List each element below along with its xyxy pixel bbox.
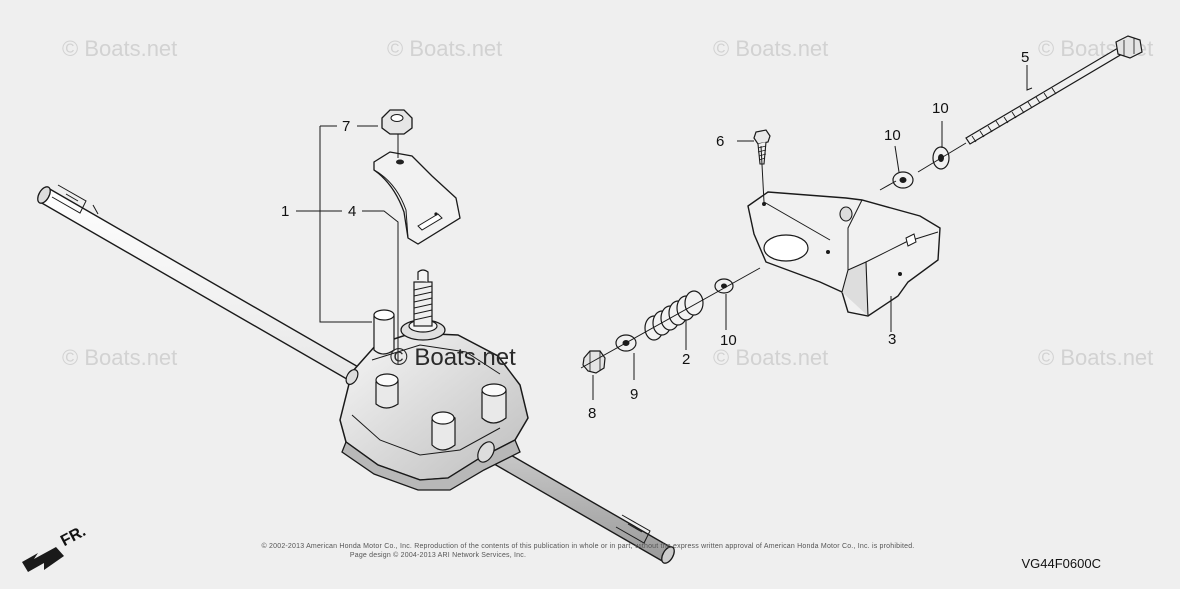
copyright-line: Page design © 2004-2013 ARI Network Serv… xyxy=(349,552,527,559)
watermark: © Boats.net xyxy=(387,36,503,61)
bolt-5 xyxy=(965,35,1143,145)
watermark: © Boats.net xyxy=(1038,345,1154,370)
callout-8: 8 xyxy=(588,405,597,422)
watermark-center: © Boats.net xyxy=(390,344,516,371)
watermark: © Boats.net xyxy=(713,36,829,61)
spring-2 xyxy=(644,290,704,341)
watermark: © Boats.net xyxy=(713,345,829,370)
callout-9: 9 xyxy=(630,386,639,403)
bracket-3 xyxy=(747,191,941,317)
nut-7 xyxy=(381,109,413,135)
transmission-housing xyxy=(339,269,529,491)
callout-2: 2 xyxy=(682,351,691,368)
diagram-code: VG44F0600C xyxy=(1021,556,1102,571)
callout-4: 4 xyxy=(348,203,357,220)
front-direction-arrow xyxy=(22,547,64,572)
leader-lines xyxy=(296,65,1033,400)
callout-10: 10 xyxy=(884,127,901,144)
watermark: © Boats.net xyxy=(62,36,178,61)
callout-5: 5 xyxy=(1021,49,1030,66)
callout-7: 7 xyxy=(342,118,351,135)
watermark: © Boats.net xyxy=(62,345,178,370)
callout-1: 1 xyxy=(281,203,290,220)
washer-10 xyxy=(714,278,734,294)
callout-3: 3 xyxy=(888,331,897,348)
callout-10: 10 xyxy=(932,100,949,117)
nut-8 xyxy=(582,350,606,374)
plate-4 xyxy=(373,151,461,245)
callout-10: 10 xyxy=(720,332,737,349)
copyright-line: © 2002-2013 American Honda Motor Co., In… xyxy=(261,543,915,550)
washer-10 xyxy=(892,171,914,189)
callout-6: 6 xyxy=(716,133,725,150)
